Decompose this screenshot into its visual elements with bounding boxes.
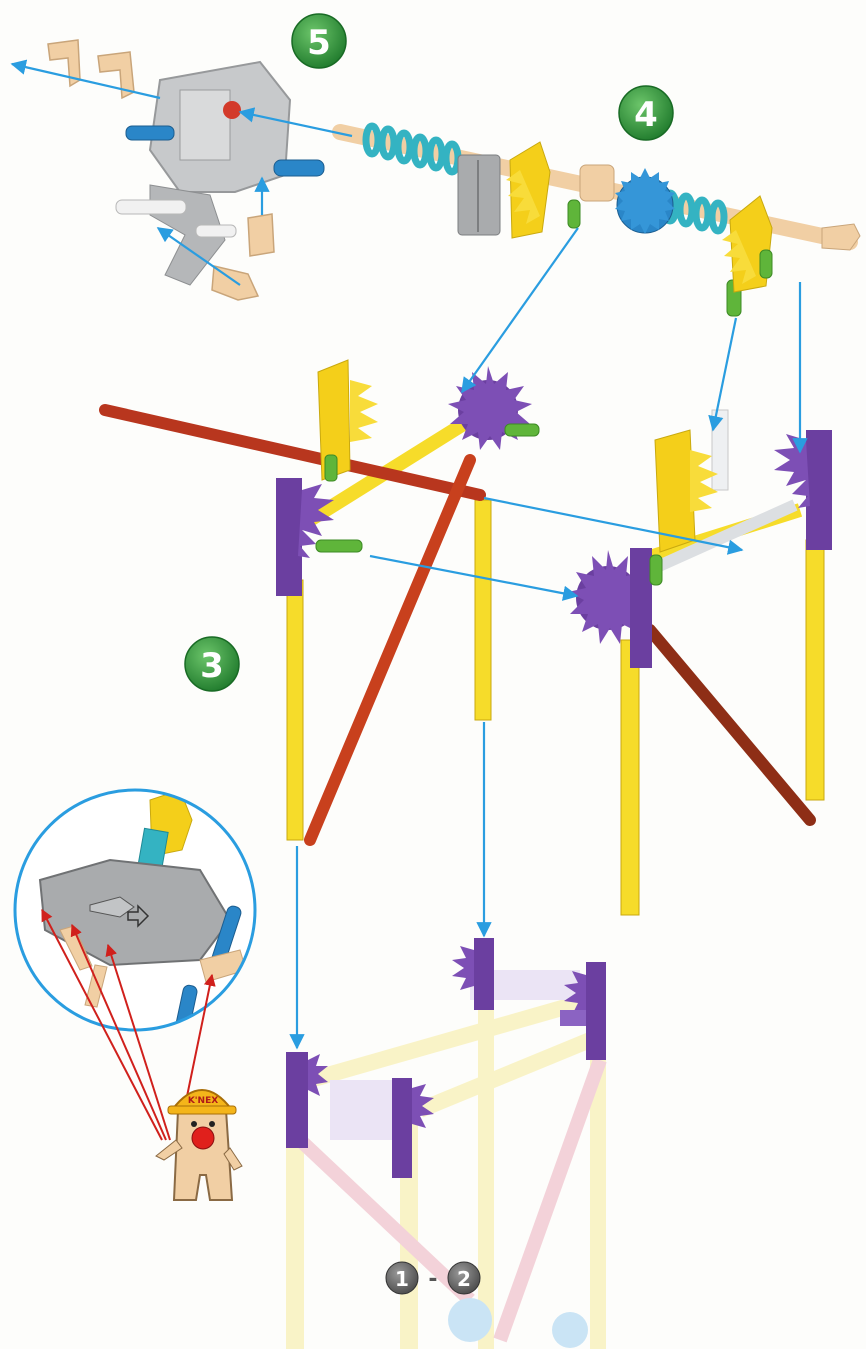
faded-base-structure [286,970,606,1349]
step-badge-3: 3 [185,637,239,691]
step-number-5: 5 [307,23,331,63]
arrow-green-to-purple [370,556,577,596]
step-number-3: 3 [200,646,224,686]
step4-axle-assembly [340,126,860,292]
arrow-clips-left [12,64,160,98]
mascot-hat-text: K'NEX [188,1096,218,1106]
knex-mascot: K'NEX [156,1090,242,1200]
step-badge-4: 4 [619,86,673,140]
previous-step-separator: - [428,1267,437,1292]
previous-steps-indicator: 1 - 2 [386,1262,480,1294]
previous-step-first: 1 [395,1267,409,1291]
step-number-4: 4 [634,95,658,135]
previous-step-last: 2 [457,1267,471,1291]
arrow-yellow-to-purple [462,228,578,392]
step-badge-5: 5 [292,14,346,68]
detail-inset [15,790,255,1046]
